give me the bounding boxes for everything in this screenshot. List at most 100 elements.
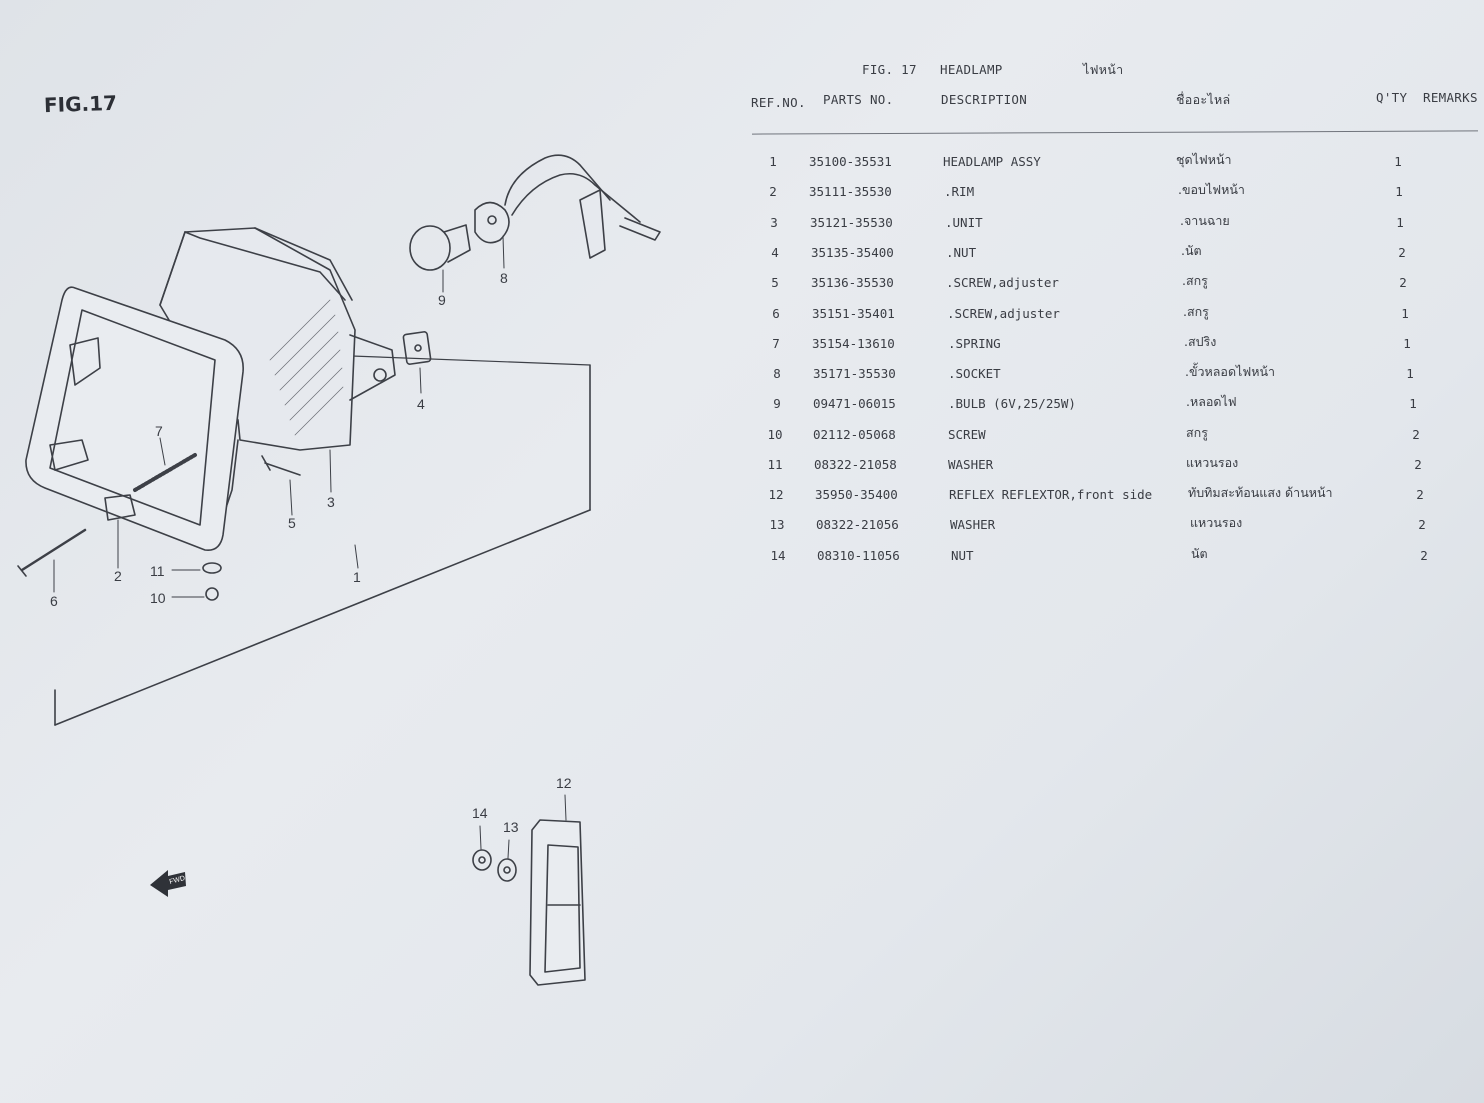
nut-14 bbox=[472, 825, 492, 871]
washer-13 bbox=[497, 839, 517, 882]
quantity: 2 bbox=[1420, 548, 1428, 563]
part-number: 35121-35530 bbox=[810, 215, 893, 230]
quantity: 2 bbox=[1418, 517, 1426, 532]
table-row: 11 08322-21058 WASHER แหวนรอง 2 bbox=[0, 455, 1484, 477]
part-description: .RIM bbox=[944, 184, 975, 199]
table-row: 7 35154-13610 .SPRING .สปริง 1 bbox=[0, 334, 1484, 356]
table-row: 6 35151-35401 .SCREW,adjuster .สกรู 1 bbox=[0, 304, 1484, 326]
callout-12: 12 bbox=[556, 775, 572, 791]
part-description: WASHER bbox=[950, 517, 996, 532]
fwd-label: FWD bbox=[169, 875, 186, 886]
part-description: WASHER bbox=[948, 457, 994, 472]
part-number: 08322-21058 bbox=[814, 457, 897, 472]
callout-13: 13 bbox=[503, 819, 519, 835]
part-description: .SCREW,adjuster bbox=[947, 306, 1060, 321]
part-description: .SCREW,adjuster bbox=[946, 275, 1059, 290]
part-number: 35111-35530 bbox=[809, 184, 892, 199]
nut-4 bbox=[402, 331, 432, 394]
adjuster-screw-5 bbox=[261, 455, 301, 516]
part-name-thai: .หลอดไฟ bbox=[1186, 394, 1237, 409]
table-row: 13 08322-21056 WASHER แหวนรอง 2 bbox=[0, 515, 1484, 537]
table-row: 3 35121-35530 .UNIT .จานฉาย 1 bbox=[0, 213, 1484, 235]
part-description: HEADLAMP ASSY bbox=[943, 154, 1041, 169]
ref-number: 3 bbox=[770, 215, 778, 230]
ref-number: 14 bbox=[770, 548, 786, 563]
column-header-thai-name: ชื่ออะไหล่ bbox=[1176, 92, 1231, 107]
table-row: 4 35135-35400 .NUT .นัต 2 bbox=[0, 243, 1484, 265]
part-name-thai: ทับทิมสะท้อนแสง ด้านหน้า bbox=[1188, 485, 1333, 500]
quantity: 1 bbox=[1409, 396, 1417, 411]
table-row: 2 35111-35530 .RIM .ขอบไฟหน้า 1 bbox=[0, 182, 1484, 204]
quantity: 2 bbox=[1414, 457, 1422, 472]
ref-number: 5 bbox=[771, 275, 779, 290]
table-row: 9 09471-06015 .BULB (6V,25/25W) .หลอดไฟ … bbox=[0, 394, 1484, 416]
figure-title: HEADLAMP bbox=[940, 62, 1003, 77]
fwd-arrow-icon: FWD bbox=[150, 870, 186, 897]
ref-number: 10 bbox=[767, 427, 783, 442]
part-number: 35171-35530 bbox=[813, 366, 896, 381]
part-description: .SOCKET bbox=[948, 366, 1001, 381]
callout-10: 10 bbox=[150, 590, 166, 606]
quantity: 2 bbox=[1399, 275, 1407, 290]
part-description: SCREW bbox=[948, 427, 986, 442]
part-description: .NUT bbox=[946, 245, 977, 260]
callout-7: 7 bbox=[155, 423, 163, 439]
quantity: 1 bbox=[1394, 154, 1402, 169]
header-rule bbox=[752, 130, 1478, 135]
ref-number: 6 bbox=[772, 306, 780, 321]
ref-number: 12 bbox=[768, 487, 784, 502]
part-name-thai: .จานฉาย bbox=[1180, 213, 1230, 228]
ref-number: 4 bbox=[771, 245, 779, 260]
table-row: 12 35950-35400 REFLEX REFLEXTOR,front si… bbox=[0, 485, 1484, 507]
callout-leaders bbox=[117, 449, 359, 569]
part-name-thai: .ขั้วหลอดไฟหน้า bbox=[1185, 364, 1276, 379]
callout-3: 3 bbox=[327, 494, 335, 510]
headlamp-rim bbox=[25, 286, 244, 552]
part-name-thai: .สกรู bbox=[1182, 273, 1208, 288]
table-row: 5 35136-35530 .SCREW,adjuster .สกรู 2 bbox=[0, 273, 1484, 295]
part-number: 35151-35401 bbox=[812, 306, 895, 321]
part-name-thai: .นัต bbox=[1181, 243, 1202, 258]
screw-washer bbox=[171, 562, 222, 601]
part-number: 35136-35530 bbox=[811, 275, 894, 290]
callout-8: 8 bbox=[500, 270, 508, 286]
part-number: 08322-21056 bbox=[816, 517, 899, 532]
adjuster-screw-6 bbox=[17, 528, 87, 593]
part-number: 35100-35531 bbox=[809, 154, 892, 169]
part-name-thai: .สปริง bbox=[1184, 334, 1217, 349]
callout-9: 9 bbox=[438, 292, 446, 308]
quantity: 2 bbox=[1412, 427, 1420, 442]
ref-number: 11 bbox=[767, 457, 783, 472]
part-number: 09471-06015 bbox=[813, 396, 896, 411]
column-header-description: DESCRIPTION bbox=[941, 92, 1028, 107]
part-name-thai: ชุดไฟหน้า bbox=[1176, 152, 1232, 167]
figure-title-thai: ไฟหน้า bbox=[1083, 62, 1124, 77]
callout-6: 6 bbox=[50, 593, 58, 609]
callout-5: 5 bbox=[288, 515, 296, 531]
column-header-qty: Q'TY bbox=[1376, 90, 1408, 105]
part-description: NUT bbox=[951, 548, 974, 563]
quantity: 1 bbox=[1403, 336, 1411, 351]
part-number: 35135-35400 bbox=[811, 245, 894, 260]
ref-number: 9 bbox=[773, 396, 781, 411]
spring bbox=[133, 437, 197, 492]
table-row: 14 08310-11056 NUT นัต 2 bbox=[0, 546, 1484, 568]
callout-4: 4 bbox=[417, 396, 425, 412]
quantity: 1 bbox=[1401, 306, 1409, 321]
column-header-remarks: REMARKS bbox=[1423, 90, 1478, 105]
bulb-socket-wires bbox=[409, 154, 661, 293]
quantity: 2 bbox=[1398, 245, 1406, 260]
part-number: 35154-13610 bbox=[812, 336, 895, 351]
part-number: 35950-35400 bbox=[815, 487, 898, 502]
table-row: 1 35100-35531 HEADLAMP ASSY ชุดไฟหน้า 1 bbox=[0, 152, 1484, 174]
part-description: .UNIT bbox=[945, 215, 983, 230]
callout-11: 11 bbox=[150, 563, 165, 579]
ref-number: 1 bbox=[769, 154, 777, 169]
part-description: .SPRING bbox=[948, 336, 1001, 351]
callout-2: 2 bbox=[114, 568, 122, 584]
part-name-thai: แหวนรอง bbox=[1186, 455, 1239, 470]
table-row: 10 02112-05068 SCREW สกรู 2 bbox=[0, 425, 1484, 447]
ref-number: 2 bbox=[769, 184, 777, 199]
part-number: 02112-05068 bbox=[813, 427, 896, 442]
